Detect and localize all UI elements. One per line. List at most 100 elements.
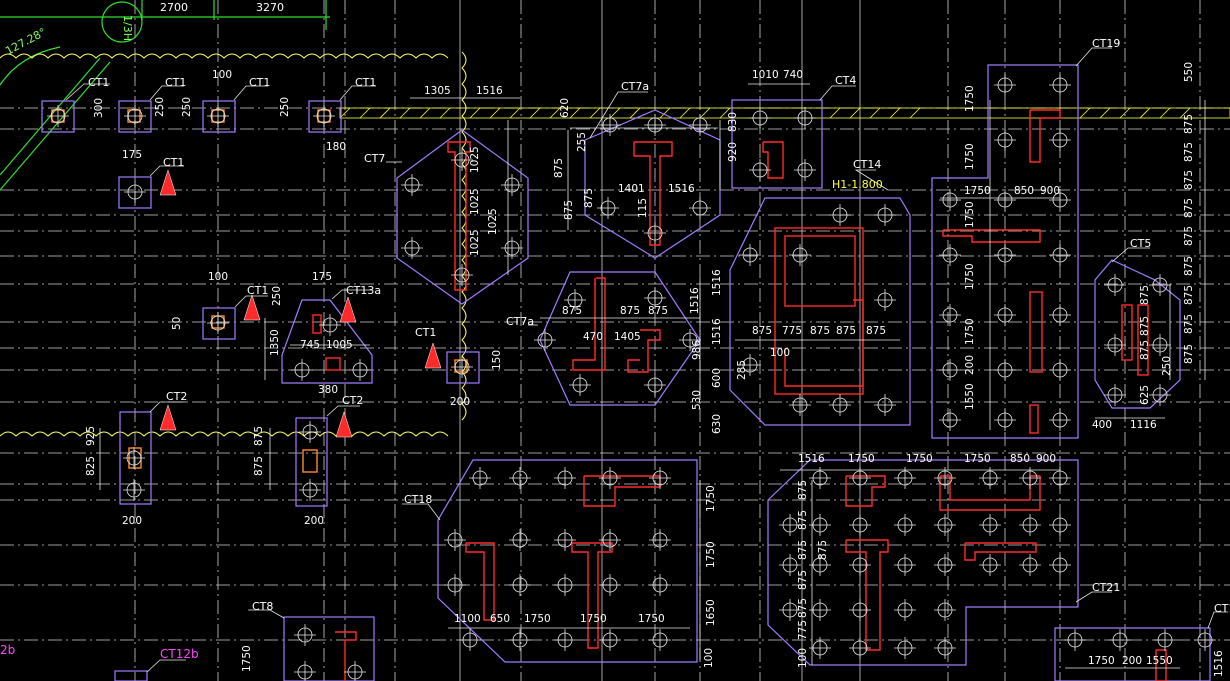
- pile-marker[interactable]: [849, 554, 871, 576]
- pile-marker[interactable]: [874, 289, 896, 311]
- pile-marker[interactable]: [509, 467, 531, 489]
- pile-marker[interactable]: [789, 244, 811, 266]
- pile-marker[interactable]: [849, 599, 871, 621]
- pile-marker[interactable]: [894, 514, 916, 536]
- pile-marker[interactable]: [994, 244, 1016, 266]
- pile-marker[interactable]: [779, 514, 801, 536]
- pile-marker[interactable]: [994, 359, 1016, 381]
- pile-marker[interactable]: [894, 467, 916, 489]
- pile-marker[interactable]: [313, 105, 335, 127]
- pile-marker[interactable]: [644, 374, 666, 396]
- pile-marker[interactable]: [649, 467, 671, 489]
- pile-marker[interactable]: [934, 514, 956, 536]
- pile-marker[interactable]: [809, 514, 831, 536]
- pile-marker[interactable]: [1149, 274, 1171, 296]
- pile-marker[interactable]: [934, 637, 956, 659]
- pile-marker[interactable]: [599, 574, 621, 596]
- pile-marker[interactable]: [739, 244, 761, 266]
- pile-marker[interactable]: [789, 394, 811, 416]
- pile-marker[interactable]: [207, 105, 229, 127]
- pile-marker[interactable]: [894, 599, 916, 621]
- pile-marker[interactable]: [509, 629, 531, 651]
- pile-marker[interactable]: [689, 197, 711, 219]
- pile-marker[interactable]: [994, 409, 1016, 431]
- pile-marker[interactable]: [794, 159, 816, 181]
- pile-marker[interactable]: [349, 359, 371, 381]
- section-markers[interactable]: [159, 169, 442, 438]
- pile-marker[interactable]: [291, 359, 313, 381]
- pile-marker[interactable]: [599, 529, 621, 551]
- pile-marker[interactable]: [644, 222, 666, 244]
- pile-marker[interactable]: [749, 107, 771, 129]
- pile-marker[interactable]: [644, 114, 666, 136]
- pile-marker[interactable]: [501, 174, 523, 196]
- pile-marker[interactable]: [739, 354, 761, 376]
- pile-marker[interactable]: [1049, 189, 1071, 211]
- pile-marker[interactable]: [994, 129, 1016, 151]
- pile-marker[interactable]: [809, 637, 831, 659]
- pile-marker[interactable]: [554, 574, 576, 596]
- pile-marker[interactable]: [1049, 129, 1071, 151]
- pile-marker[interactable]: [299, 479, 321, 501]
- pile-marker[interactable]: [123, 447, 145, 469]
- pile-marker[interactable]: [451, 356, 473, 378]
- pile-marker[interactable]: [1104, 384, 1126, 406]
- pile-marker[interactable]: [779, 599, 801, 621]
- pile-marker[interactable]: [894, 637, 916, 659]
- pile-marker[interactable]: [207, 312, 229, 334]
- pile-marker[interactable]: [554, 467, 576, 489]
- pile-marker[interactable]: [939, 359, 961, 381]
- pile-marker[interactable]: [1104, 274, 1126, 296]
- axis-bubble[interactable]: [101, 1, 143, 43]
- pile-marker[interactable]: [649, 574, 671, 596]
- pile-marker[interactable]: [1049, 514, 1071, 536]
- pile-marker[interactable]: [401, 174, 423, 196]
- pile-marker[interactable]: [679, 329, 701, 351]
- pile-marker[interactable]: [299, 421, 321, 443]
- pile-marker[interactable]: [979, 514, 1001, 536]
- pile-marker[interactable]: [294, 624, 316, 646]
- pile-marker[interactable]: [849, 467, 871, 489]
- pile-marker[interactable]: [599, 467, 621, 489]
- pile-marker[interactable]: [874, 204, 896, 226]
- pile-marker[interactable]: [319, 314, 341, 336]
- pile-marker[interactable]: [294, 661, 316, 681]
- pile-marker[interactable]: [809, 467, 831, 489]
- pile-marker[interactable]: [1064, 629, 1086, 651]
- pile-marker[interactable]: [1194, 629, 1216, 651]
- pile-marker[interactable]: [934, 554, 956, 576]
- pile-marker[interactable]: [534, 329, 556, 351]
- pile-marker[interactable]: [451, 264, 473, 286]
- pile-marker[interactable]: [994, 74, 1016, 96]
- pile-marker[interactable]: [401, 237, 423, 259]
- pile-marker[interactable]: [994, 189, 1016, 211]
- pile-marker[interactable]: [1109, 629, 1131, 651]
- pile-cap-outlines[interactable]: [41, 64, 1211, 681]
- pile-marker[interactable]: [451, 149, 473, 171]
- pile-marker[interactable]: [47, 105, 69, 127]
- pile-marker[interactable]: [564, 289, 586, 311]
- pile-marker[interactable]: [569, 374, 591, 396]
- pile-marker[interactable]: [1149, 384, 1171, 406]
- pile-marker[interactable]: [501, 237, 523, 259]
- pile-marker[interactable]: [597, 197, 619, 219]
- pile-marker[interactable]: [1049, 409, 1071, 431]
- pile-marker[interactable]: [994, 304, 1016, 326]
- pile-marker[interactable]: [829, 394, 851, 416]
- pile-marker[interactable]: [444, 529, 466, 551]
- pile-marker[interactable]: [874, 394, 896, 416]
- pile-marker[interactable]: [469, 467, 491, 489]
- pile-marker[interactable]: [779, 554, 801, 576]
- pile-marker[interactable]: [599, 629, 621, 651]
- pile-marker[interactable]: [939, 304, 961, 326]
- pile-marker[interactable]: [124, 105, 146, 127]
- pile-marker[interactable]: [1019, 467, 1041, 489]
- pile-marker[interactable]: [689, 114, 711, 136]
- pile-marker[interactable]: [979, 554, 1001, 576]
- pile-marker[interactable]: [1154, 629, 1176, 651]
- pile-marker[interactable]: [1049, 359, 1071, 381]
- pile-marker[interactable]: [939, 244, 961, 266]
- pile-marker[interactable]: [1049, 74, 1071, 96]
- pile-marker[interactable]: [979, 467, 1001, 489]
